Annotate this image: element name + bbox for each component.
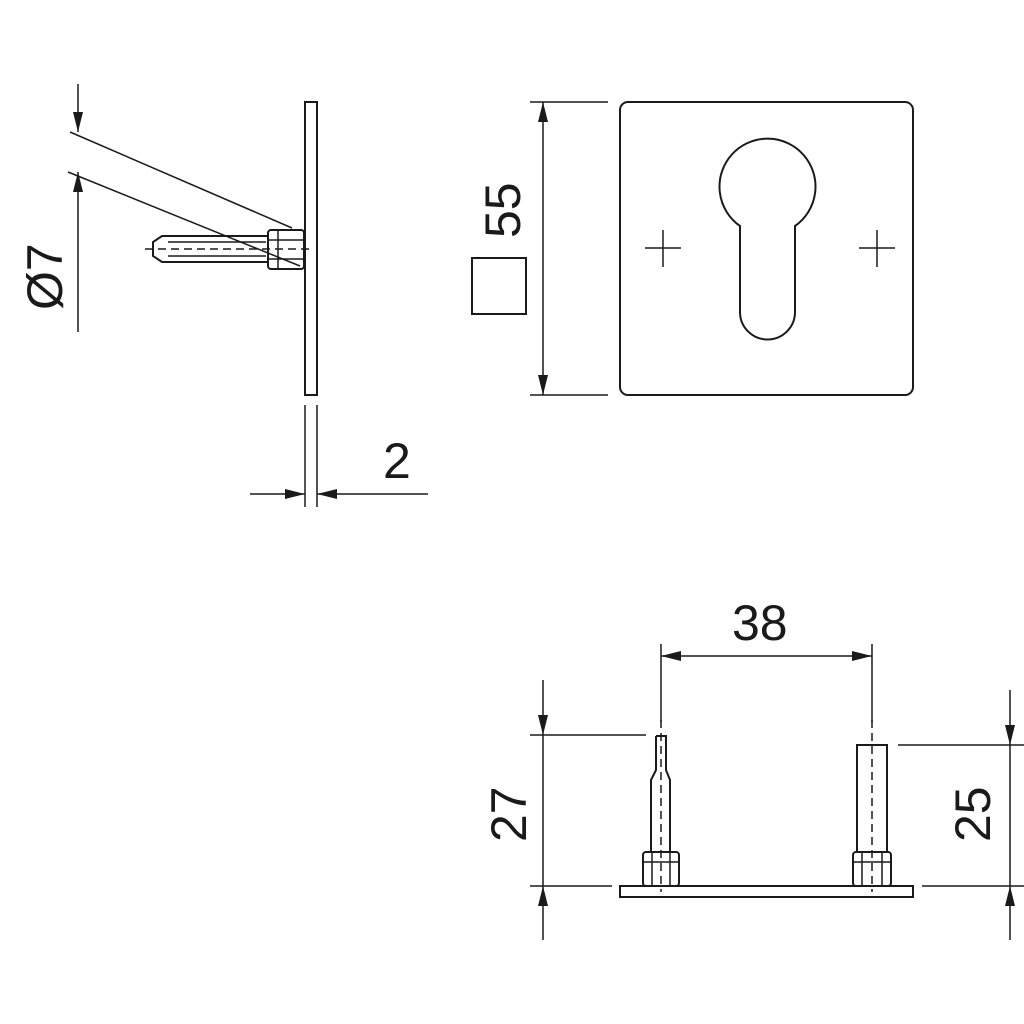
size-dimension: 55 <box>475 101 608 396</box>
pin-left <box>642 720 680 892</box>
screw-mark-left <box>645 230 681 267</box>
left-height-dimension: 27 <box>481 680 646 940</box>
plate-bottom <box>619 885 914 898</box>
pin-side <box>145 229 313 270</box>
square-section-symbol <box>471 257 527 315</box>
left-height-label: 27 <box>481 786 537 842</box>
right-height-dimension: 25 <box>898 690 1024 940</box>
pin-right <box>852 720 892 892</box>
diameter-dimension: Ø7 <box>17 84 301 332</box>
side-view: Ø7 2 <box>17 84 428 507</box>
thickness-dimension: 2 <box>250 405 428 507</box>
keyhole <box>718 137 817 341</box>
right-height-label: 25 <box>945 786 1001 842</box>
spacing-label: 38 <box>732 595 788 651</box>
size-label: 55 <box>475 182 531 238</box>
front-view: 55 <box>471 101 914 396</box>
thickness-label: 2 <box>383 433 411 489</box>
plate-front <box>619 101 914 396</box>
screw-mark-right <box>859 230 895 267</box>
diameter-label: Ø7 <box>17 243 73 310</box>
bottom-view: 38 27 25 <box>481 595 1024 940</box>
spacing-dimension: 38 <box>660 595 873 722</box>
